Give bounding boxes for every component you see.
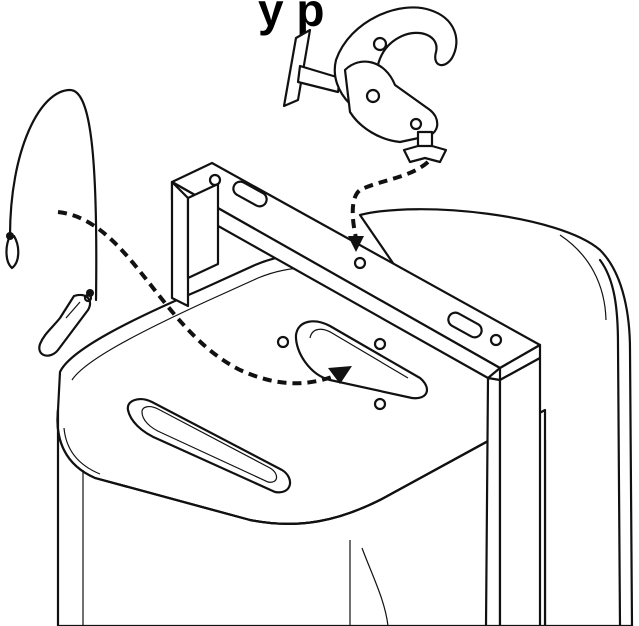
mounting-bracket	[170, 161, 542, 626]
carabiner-hook	[38, 293, 93, 357]
rigging-clamp	[282, 6, 458, 164]
safety-cable	[5, 88, 98, 302]
cable-routing-path	[57, 160, 430, 386]
cropped-heading-text: y p	[258, 0, 325, 36]
